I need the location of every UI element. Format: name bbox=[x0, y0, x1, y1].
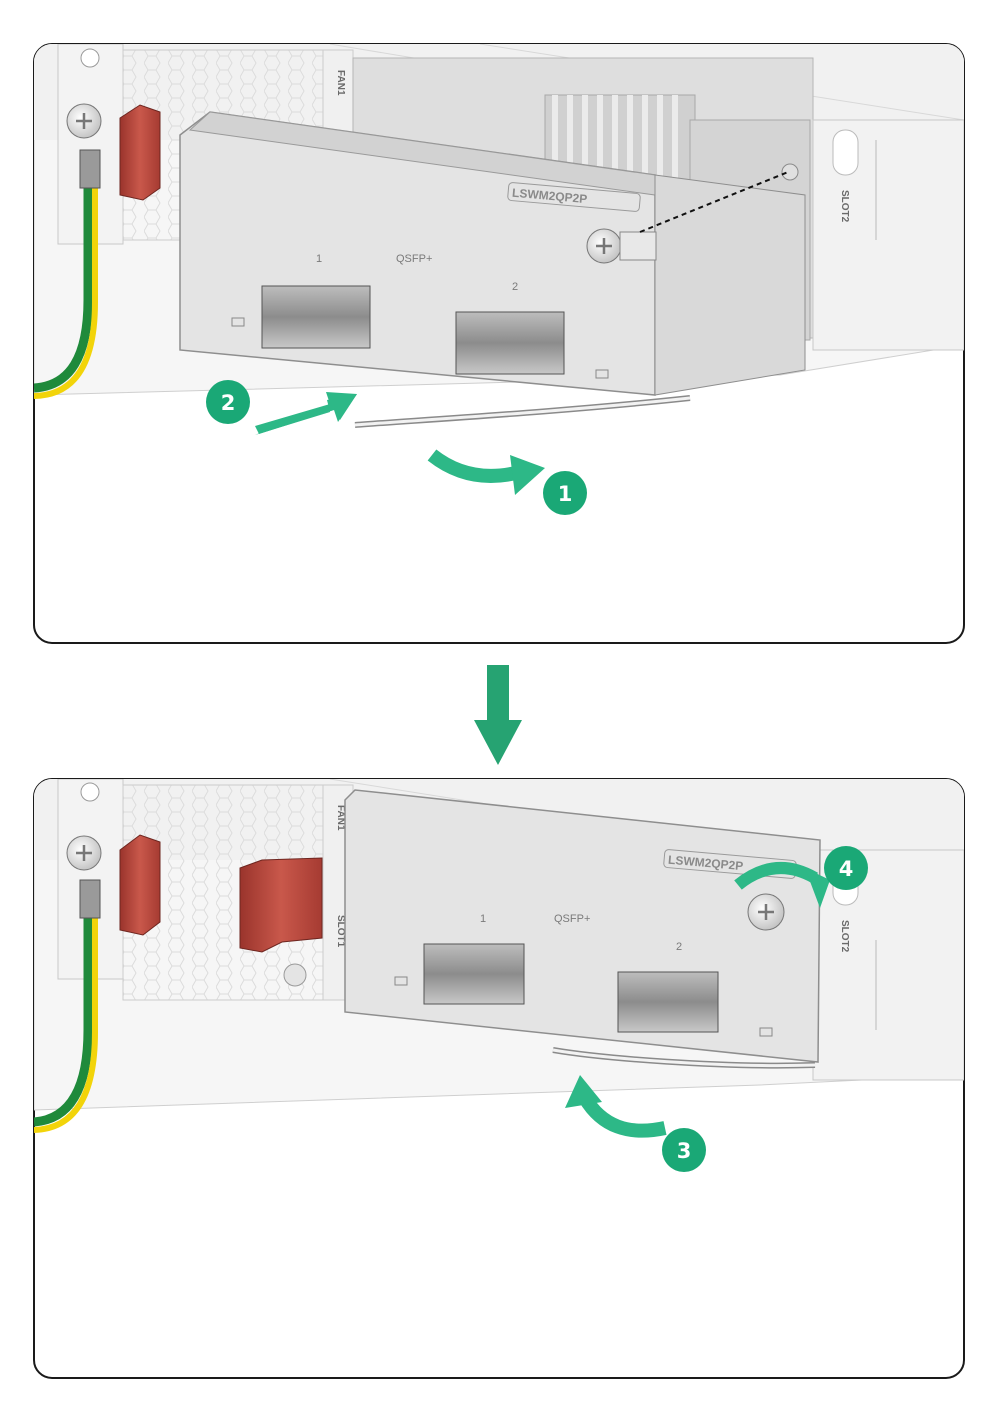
port-1-label: 1 bbox=[480, 913, 486, 925]
led-1 bbox=[394, 976, 408, 986]
step-panel-bottom: FAN1 SLOT1 SLOT2 LSWM2QP2P QSFP+ 1 2 bbox=[33, 778, 965, 1379]
slot2-label: SLOT2 bbox=[839, 920, 850, 953]
step-badge-1: 1 bbox=[543, 471, 587, 515]
close-lever-arrow bbox=[578, 1094, 667, 1138]
rotate-lever-arrow bbox=[427, 449, 522, 483]
step-badge-3: 3 bbox=[662, 1128, 706, 1172]
port-2-label: 2 bbox=[512, 281, 518, 293]
qsfp-port-1 bbox=[261, 285, 371, 349]
step-number: 1 bbox=[558, 482, 573, 506]
port-2-label: 2 bbox=[676, 941, 682, 953]
module-model-label: LSWM2QP2P bbox=[512, 186, 588, 207]
led-1 bbox=[231, 317, 245, 327]
qsfp-port-1 bbox=[423, 943, 525, 1005]
qsfp-port-2 bbox=[617, 971, 719, 1033]
tighten-screw-arrow bbox=[734, 862, 818, 890]
ground-symbol-icon bbox=[80, 782, 100, 802]
step-number: 3 bbox=[677, 1139, 692, 1163]
red-terminal-cover-open bbox=[239, 857, 323, 953]
step-panel-top: FAN1 SLOT2 LSWM2QP2P QSFP+ 1 2 bbox=[33, 43, 965, 644]
step-number: 4 bbox=[839, 857, 854, 881]
screw-hole bbox=[781, 163, 799, 181]
step-badge-4: 4 bbox=[824, 846, 868, 890]
fan-label: FAN1 bbox=[335, 70, 346, 96]
qsfp-label: QSFP+ bbox=[396, 253, 432, 265]
ground-cable bbox=[34, 880, 93, 1127]
module-model-label: LSWM2QP2P bbox=[668, 853, 744, 874]
qsfp-label: QSFP+ bbox=[554, 913, 590, 925]
red-terminal-cover bbox=[119, 104, 161, 201]
led-2 bbox=[595, 369, 609, 379]
screw-hole bbox=[283, 963, 307, 987]
led-2 bbox=[759, 1027, 773, 1037]
ground-cable bbox=[34, 150, 93, 393]
step-number: 2 bbox=[221, 391, 236, 415]
red-terminal-cover bbox=[119, 834, 161, 936]
slot2-label: SLOT2 bbox=[839, 190, 850, 223]
qsfp-port-2 bbox=[455, 311, 565, 375]
slot1-label: SLOT1 bbox=[335, 915, 346, 948]
transition-arrow bbox=[474, 665, 522, 765]
port-1-label: 1 bbox=[316, 253, 322, 265]
ground-symbol-icon bbox=[80, 48, 100, 68]
fan-label: FAN1 bbox=[335, 805, 346, 831]
step-badge-2: 2 bbox=[206, 380, 250, 424]
